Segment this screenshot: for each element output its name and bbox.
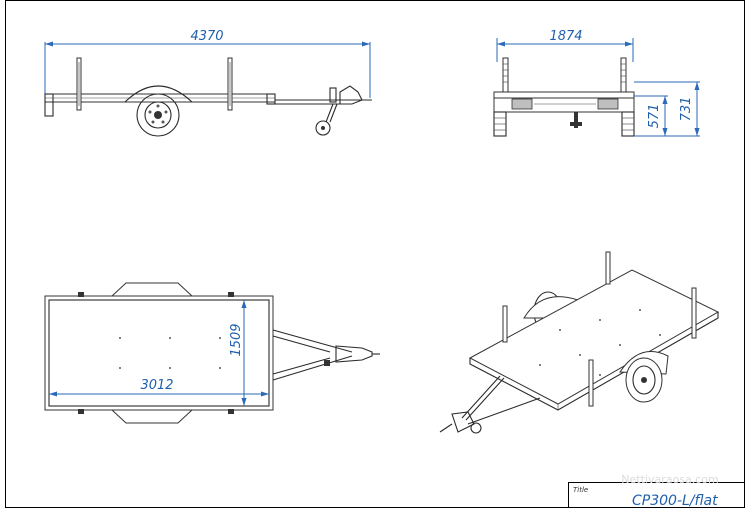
- top-view: 3012 1509: [44, 282, 380, 424]
- watermark-text: Nettivaraosa.com: [621, 473, 718, 486]
- side-length-label: 4370: [190, 29, 223, 44]
- top-width-label: 1509: [229, 323, 244, 356]
- title-value: CP300-L/flat: [632, 493, 718, 508]
- front-view: 1874: [493, 29, 700, 137]
- isometric-view: [439, 251, 720, 434]
- title-block: Title CP300-L/flat: [568, 482, 745, 508]
- title-label: Title: [573, 486, 588, 494]
- front-width-dimension: 1874: [496, 29, 634, 62]
- side-view: 4370: [44, 29, 372, 137]
- top-width-dimension: 1509: [229, 300, 247, 406]
- front-height-outer-label: 731: [679, 97, 694, 122]
- front-height-inner-label: 571: [647, 104, 662, 129]
- top-length-dimension: 3012: [49, 378, 269, 397]
- sheet-frame: [5, 0, 745, 508]
- front-height-dimensions: 571 731: [634, 81, 700, 137]
- front-width-label: 1874: [549, 29, 582, 44]
- side-length-dimension: 4370: [44, 29, 371, 98]
- top-length-label: 3012: [140, 378, 173, 393]
